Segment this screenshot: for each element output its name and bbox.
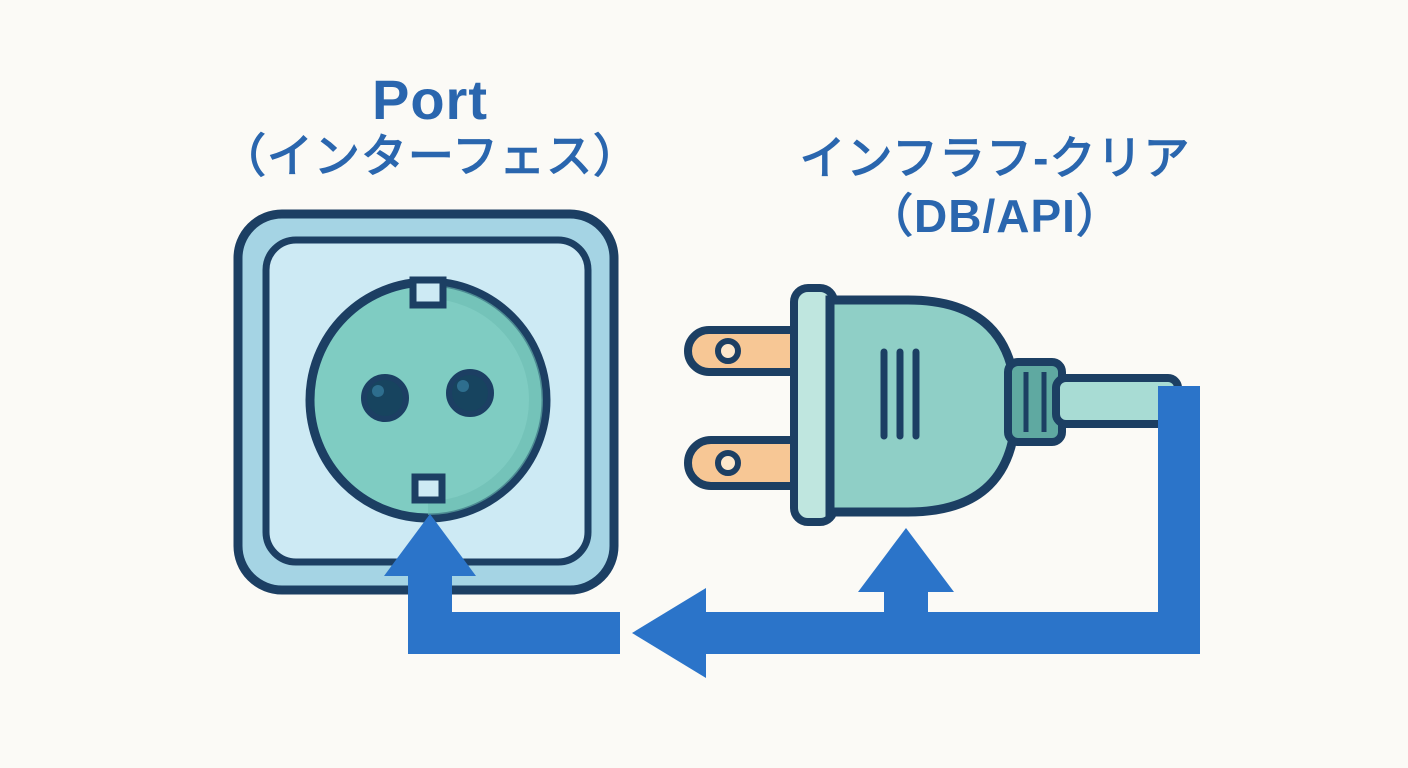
plug-icon [684,284,1182,526]
up-arrow-plug-head [858,528,954,592]
flow-arrow-horizontal-right [700,612,1200,654]
socket-hole-right-highlight [457,380,469,392]
flow-arrow-icon [384,386,1200,678]
socket-clip-top [409,276,447,309]
flow-arrow-vertical [1158,386,1200,654]
socket-hole-right [446,369,494,417]
up-arrow-plug-shaft [884,586,928,654]
flow-arrowhead-left [632,588,706,678]
up-arrow-plug-icon [858,528,954,654]
socket-icon [233,209,619,595]
socket-hole-left [361,374,409,422]
up-arrow-socket-shaft [408,568,452,654]
up-arrow-socket-icon [384,514,476,654]
up-arrow-socket-head [384,514,476,576]
infra-subtitle-label: （DB/API） [867,190,1123,242]
plug-body [825,295,1021,517]
socket-recess-shade [427,285,543,515]
plug-prong-top-hole [715,338,741,364]
socket-clip-bottom [411,473,446,504]
plug-prong-bottom-hole [715,450,741,476]
flow-arrow-horizontal-left [428,612,620,654]
port-title-label: Port [372,68,488,131]
port-subtitle-label: （インターフェス） [219,130,641,182]
infra-title-label: インフラフ-クリア [799,132,1191,184]
socket-hole-left-highlight [372,385,384,397]
